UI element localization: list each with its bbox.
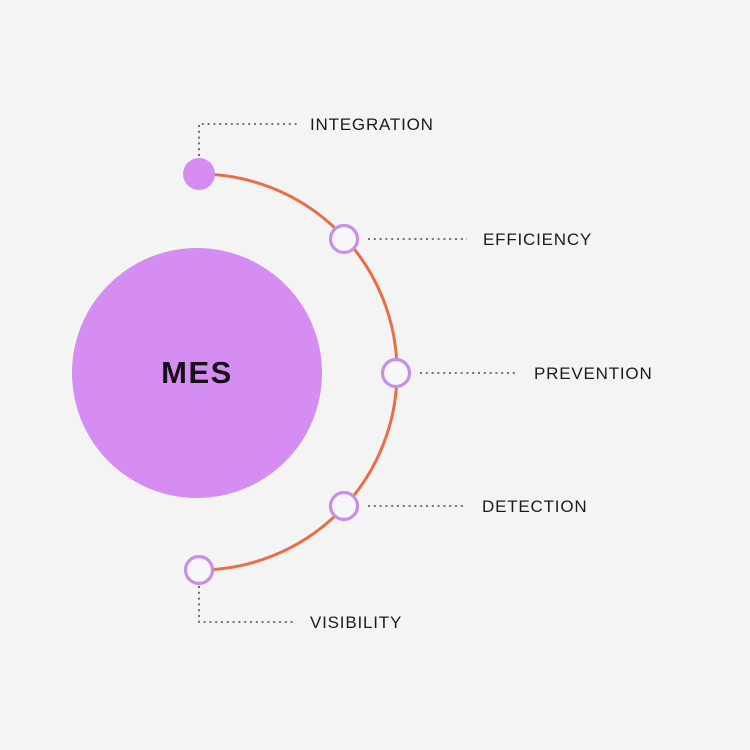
label-integration: INTEGRATION	[310, 115, 434, 134]
label-efficiency: EFFICIENCY	[483, 230, 593, 249]
mes-center-circle: MES	[72, 248, 322, 498]
label-detection: DETECTION	[482, 497, 588, 516]
connector-visibility	[198, 586, 295, 623]
label-visibility: VISIBILITY	[310, 613, 403, 632]
node-visibility	[183, 554, 215, 586]
node-efficiency	[328, 223, 360, 255]
node-integration	[183, 158, 215, 190]
node-detection	[328, 490, 360, 522]
mes-center-label: MES	[161, 355, 233, 390]
connector-integration	[198, 123, 297, 156]
label-prevention: PREVENTION	[534, 364, 653, 383]
node-prevention	[380, 357, 412, 389]
